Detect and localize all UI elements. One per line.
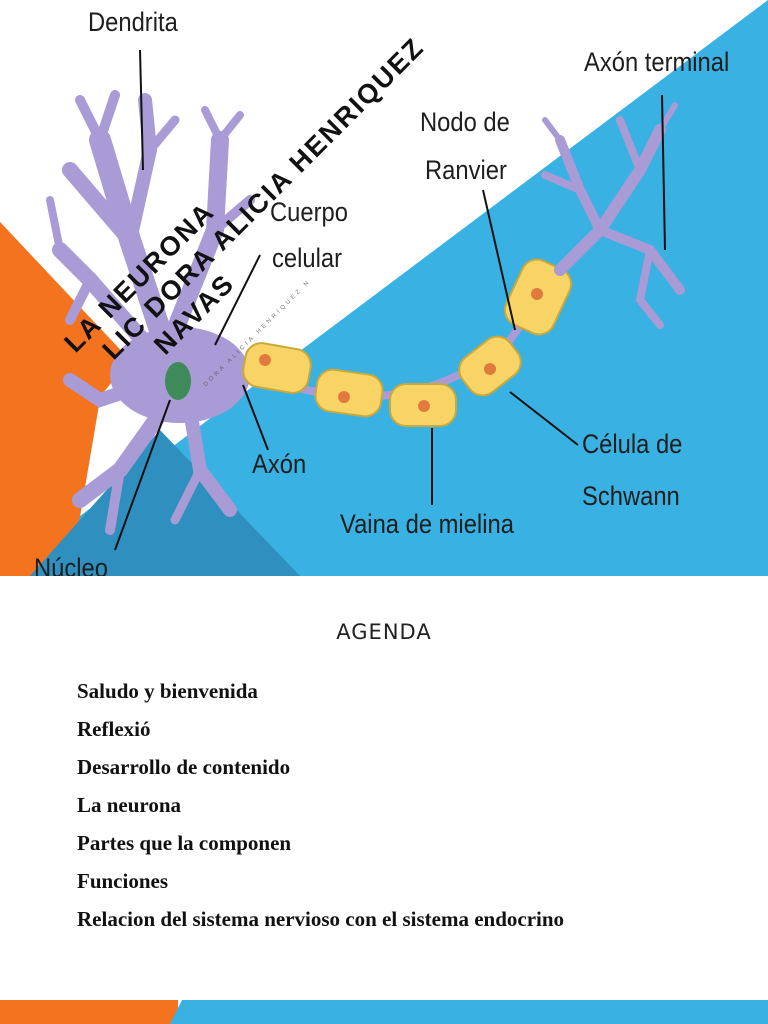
teal-background-shape — [30, 430, 300, 576]
agenda-item: Funciones — [77, 869, 169, 893]
label-dendrita: Dendrita — [88, 7, 178, 37]
label-nodo-line1: Nodo de — [420, 107, 510, 137]
agenda-item: Relacion del sistema nervioso con el sis… — [77, 907, 565, 931]
schwann-nucleus — [338, 391, 350, 403]
slide-neuron-diagram: Dendrita Axón terminal Nodo de Ranvier C… — [0, 0, 768, 576]
label-axon: Axón — [252, 449, 307, 479]
label-axon-terminal: Axón terminal — [584, 47, 730, 77]
label-cuerpo-line2: celular — [272, 243, 343, 273]
axon-terminal-branches — [541, 102, 685, 329]
footer-blue-segment — [170, 1000, 768, 1024]
schwann-nucleus — [531, 288, 543, 300]
footer-orange-segment — [0, 1000, 178, 1024]
label-cuerpo-line1: Cuerpo — [270, 197, 348, 227]
agenda-item: Partes que la componen — [77, 831, 292, 855]
label-vaina: Vaina de mielina — [340, 509, 514, 539]
schwann-nuclei — [259, 288, 543, 412]
myelin-segment — [242, 342, 312, 394]
agenda-heading: AGENDA — [336, 620, 432, 644]
orange-left-band — [0, 222, 110, 576]
agenda-list: Saludo y bienvenida Reflexió Desarrollo … — [77, 676, 564, 942]
schwann-nucleus — [259, 354, 271, 366]
schwann-nucleus — [484, 363, 496, 375]
dendrites — [46, 90, 255, 535]
agenda-item: Reflexió — [77, 717, 151, 741]
agenda-item: Saludo y bienvenida — [77, 679, 258, 703]
label-nodo-line2: Ranvier — [425, 155, 507, 185]
myelin-segment — [314, 368, 384, 418]
schwann-nucleus — [418, 400, 430, 412]
leader-lines — [114, 49, 666, 551]
slide-agenda: AGENDA Saludo y bienvenida Reflexió Desa… — [0, 576, 768, 1024]
label-nucleo: Núcleo — [34, 553, 108, 576]
footer-color-bar — [0, 1000, 768, 1024]
nucleus-shape — [165, 362, 191, 400]
agenda-item: La neurona — [77, 793, 182, 817]
neuron-diagram-graphic — [0, 0, 768, 576]
label-celula-line2: Schwann — [582, 481, 680, 511]
agenda-item: Desarrollo de contenido — [77, 755, 291, 779]
label-celula-line1: Célula de — [582, 429, 683, 459]
